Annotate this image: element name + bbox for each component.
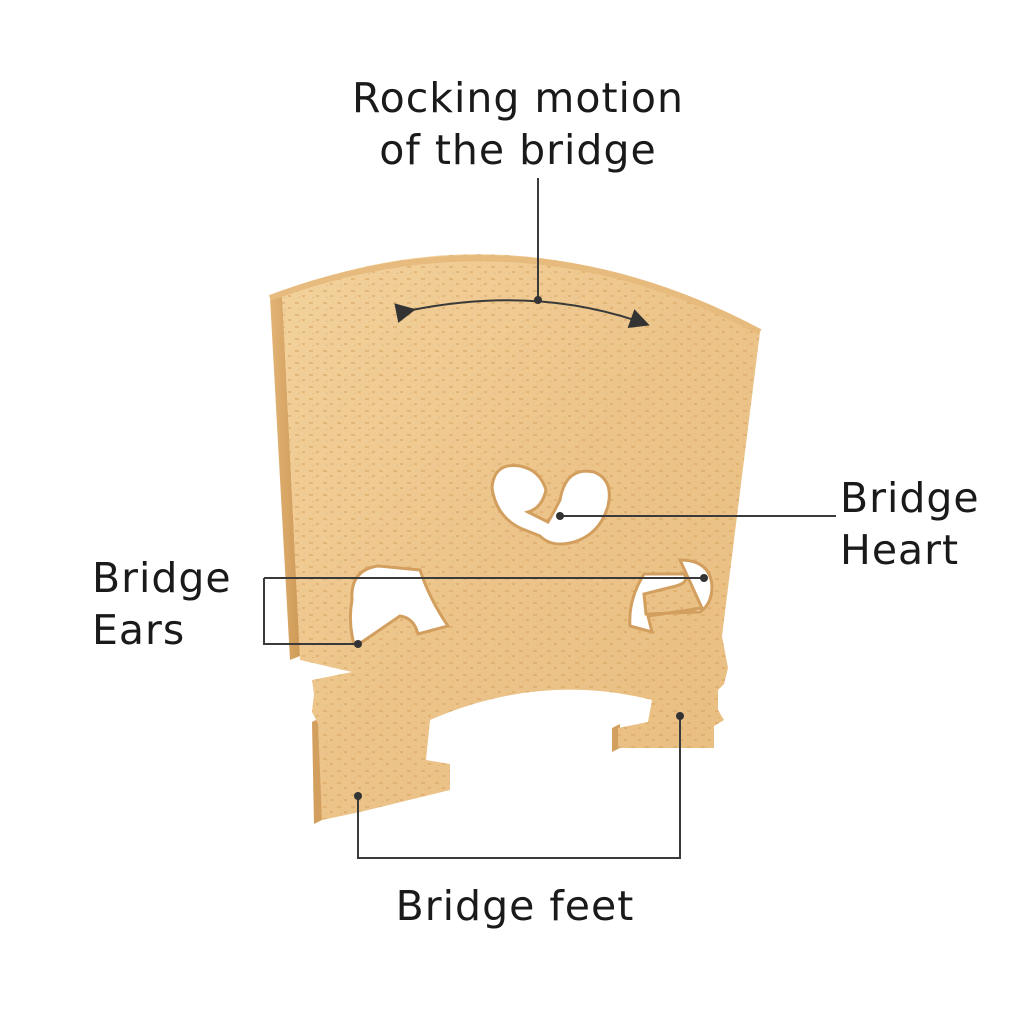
feet-leader-bracket [357, 716, 681, 859]
heart-dot [556, 512, 564, 520]
ear-left-dot [354, 640, 362, 648]
heart-label-line2: Heart [840, 526, 960, 574]
rocking-dot [534, 296, 542, 304]
rocking-arrow-arc [394, 299, 650, 328]
ear-right-dot [700, 574, 708, 582]
rocking-label-line2: of the bridge [379, 126, 657, 174]
ears-label-line2: Ears [92, 606, 186, 654]
feet-label-line1: Bridge feet [395, 882, 635, 930]
bridge-body [268, 254, 762, 820]
ears-label-line1: Bridge [92, 554, 232, 602]
bridge-ears-label: Bridge Ears [92, 552, 232, 656]
bridge-heart-label: Bridge Heart [840, 472, 980, 576]
ears-leader-bracket [263, 578, 358, 645]
leader-lines [263, 178, 836, 859]
foot-left-dot [354, 792, 362, 800]
leader-dots [354, 296, 708, 800]
foot-right-dot [676, 712, 684, 720]
rocking-label-line1: Rocking motion [351, 74, 684, 122]
rocking-motion-label: Rocking motion of the bridge [318, 72, 718, 176]
bridge-heart-cutout [490, 463, 611, 546]
bridge-feet-label: Bridge feet [330, 880, 700, 932]
heart-label-line1: Bridge [840, 474, 980, 522]
